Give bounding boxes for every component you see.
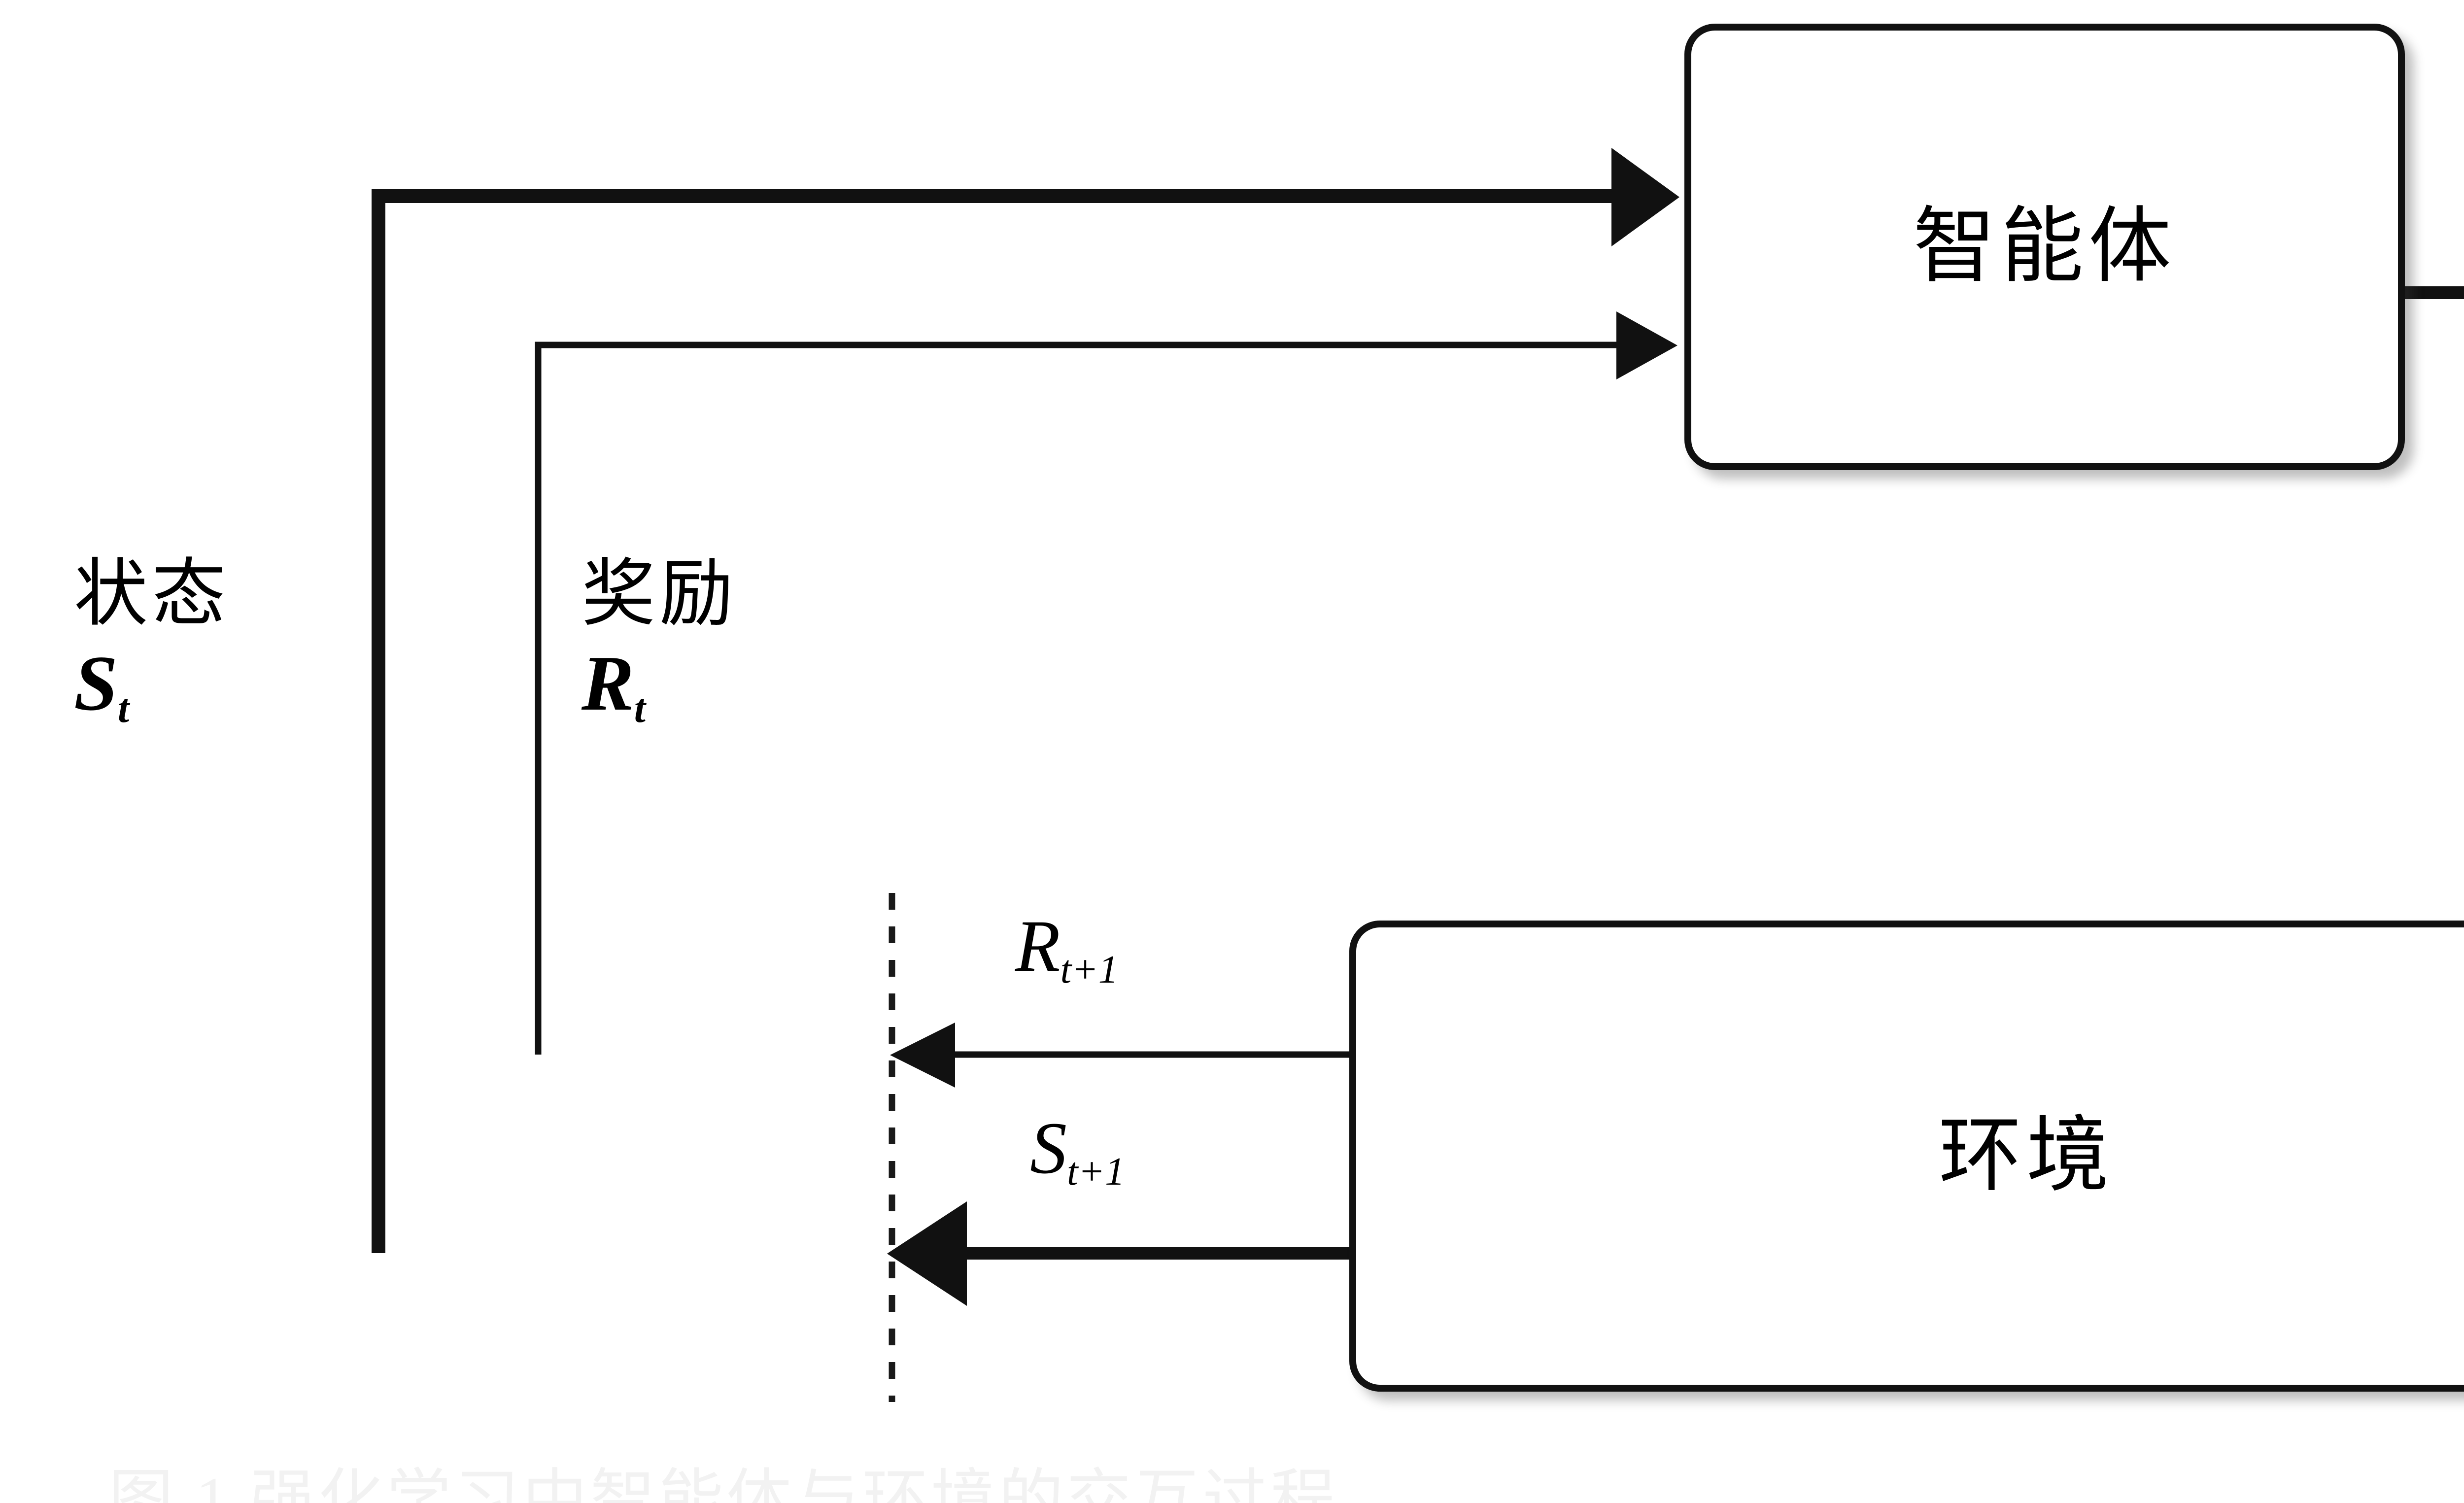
state-next-label: St+1 [1030, 1107, 1125, 1194]
state-label-word: 状态 [74, 553, 230, 635]
state-label-symbol: St [74, 639, 130, 731]
state-label: 状态 St [74, 553, 230, 731]
figure-caption: 图 1 强化学习中智能体与环境的交互过程 [108, 1464, 1338, 1503]
environment-node[interactable]: 环境 [1349, 921, 2464, 1392]
state-next-edge [887, 1201, 1349, 1306]
environment-node-label: 环境 [1939, 1110, 2114, 1202]
reward-label-symbol: Rt [582, 639, 646, 731]
state-edge [372, 148, 1679, 1253]
reward-next-edge [890, 1023, 1349, 1088]
reward-next-label: Rt+1 [1015, 905, 1119, 992]
agent-node[interactable]: 智能体 [1684, 24, 2405, 470]
reward-label-word: 奖励 [582, 553, 738, 635]
reward-label: 奖励 Rt [582, 553, 738, 731]
reward-edge [535, 311, 1677, 1055]
agent-node-label: 智能体 [1913, 201, 2176, 293]
